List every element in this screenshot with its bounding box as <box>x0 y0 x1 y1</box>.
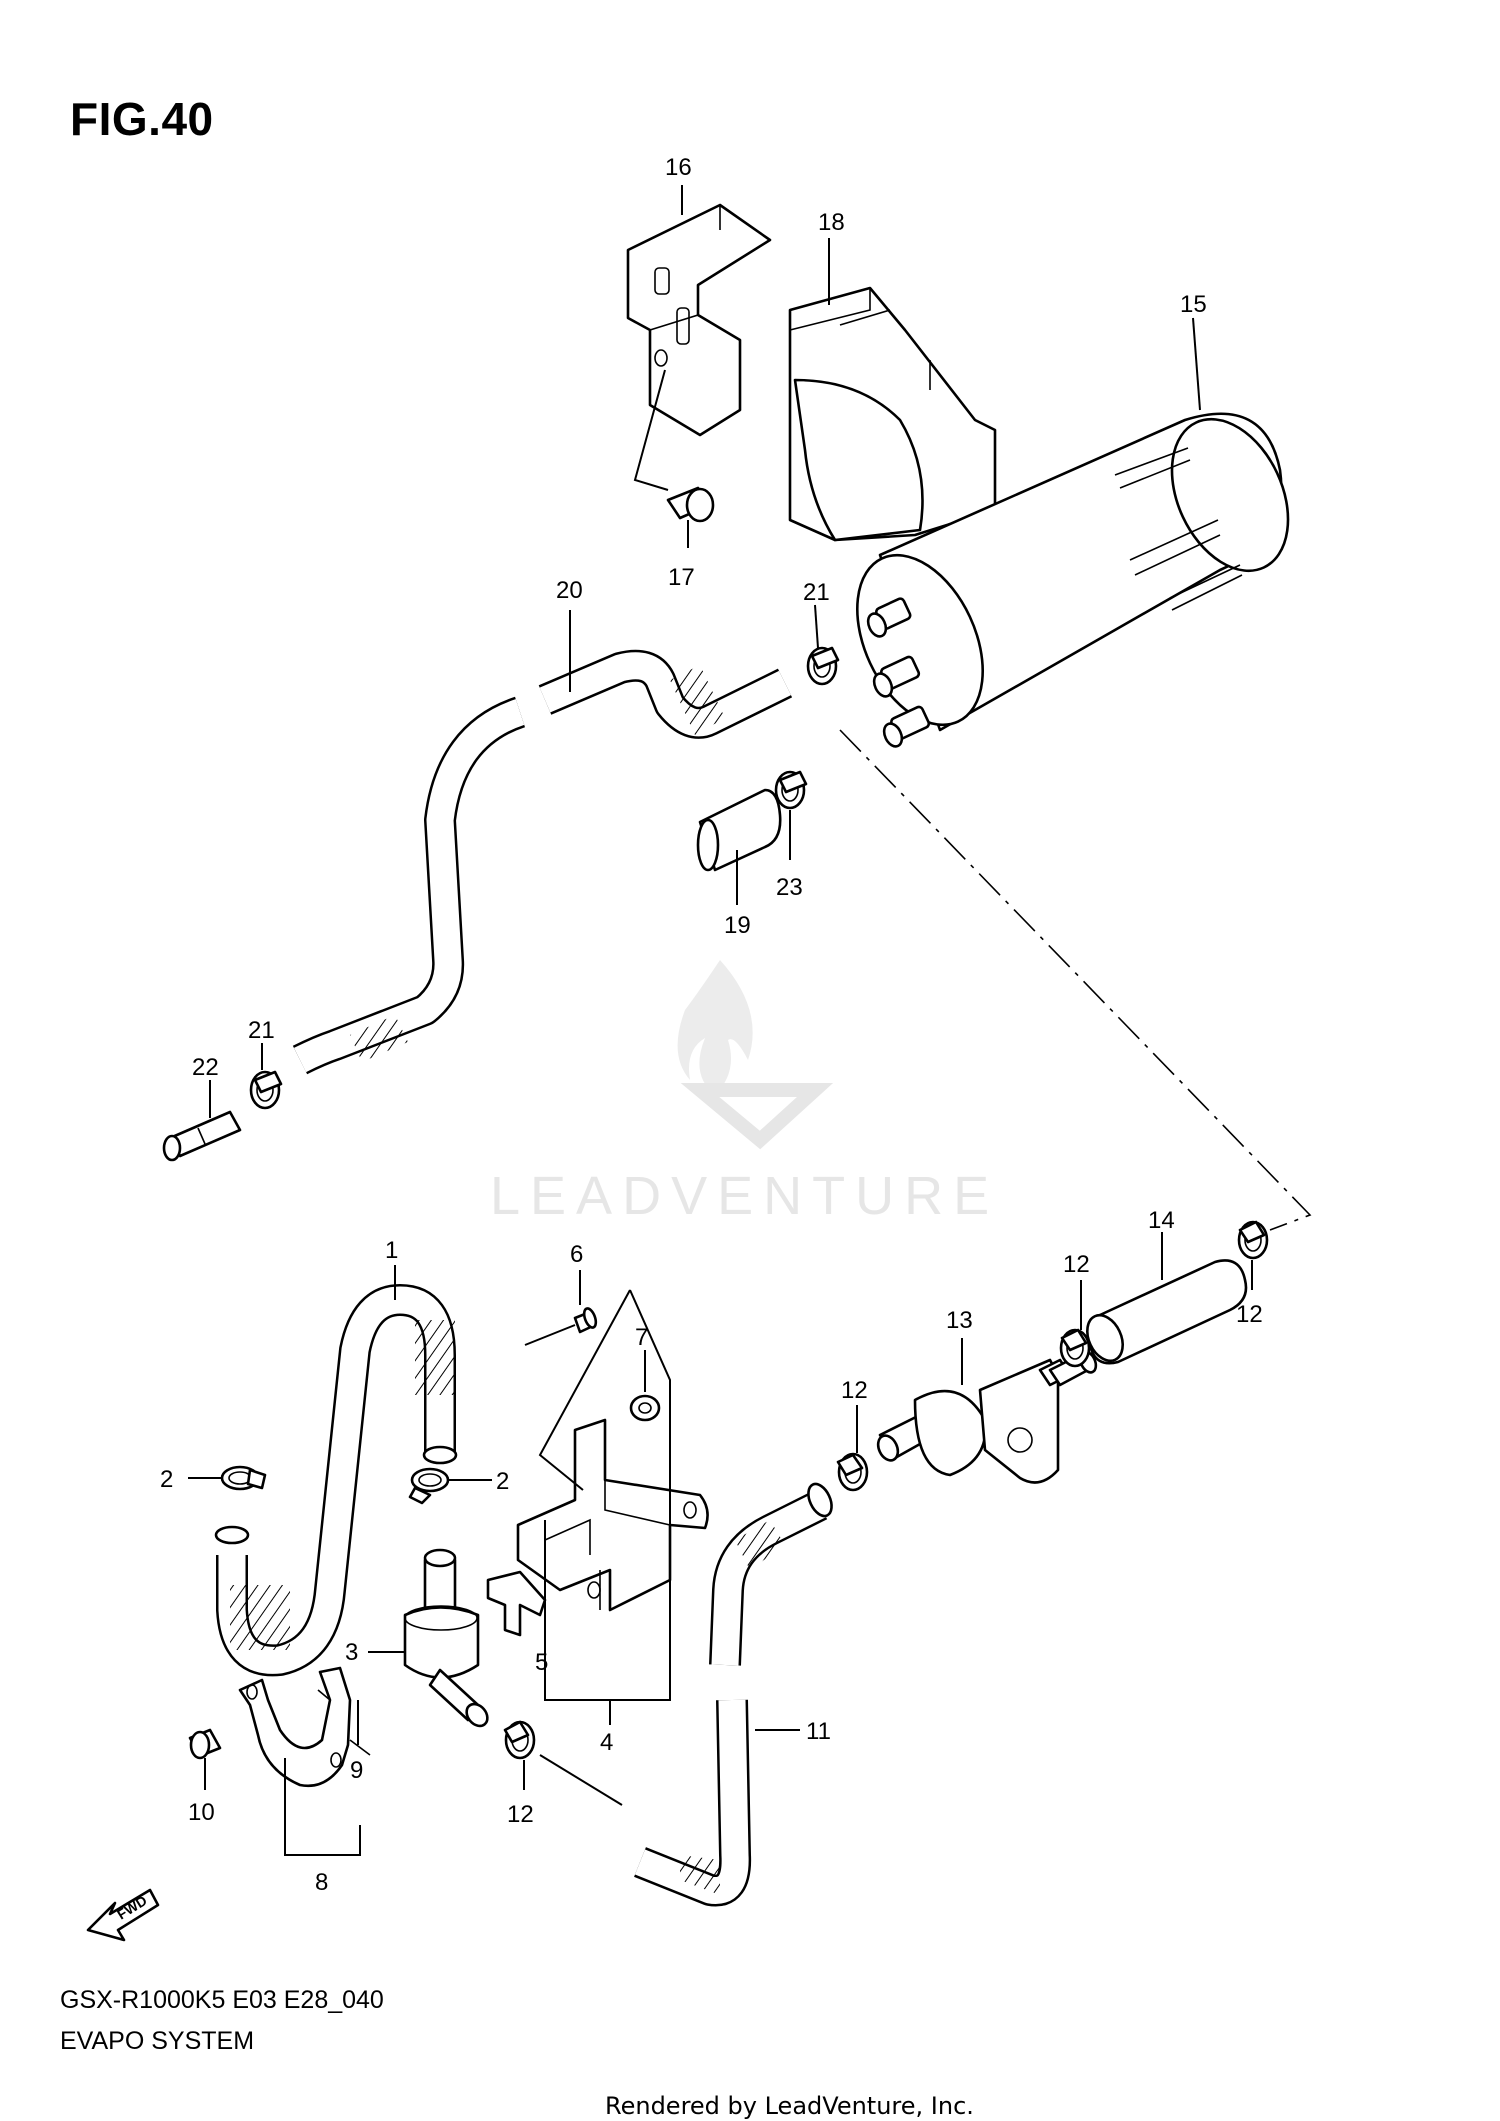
clamp-set[interactable] <box>238 1666 371 1788</box>
callout-7: 7 <box>635 1324 648 1351</box>
watermark: LEADVENTURE <box>490 1166 1000 1226</box>
fwd-arrow-icon: FWD <box>86 1888 160 1942</box>
callout-12-right: 12 <box>1236 1301 1263 1328</box>
callout-10: 10 <box>188 1799 215 1826</box>
callout-12-left: 12 <box>841 1377 868 1404</box>
callout-6: 6 <box>570 1241 583 1268</box>
hose-clamp-12-mid[interactable] <box>1059 1328 1091 1368</box>
purge-hose[interactable] <box>292 649 793 1075</box>
callout-11: 11 <box>806 1718 831 1745</box>
canister-protector[interactable] <box>788 286 997 542</box>
bracket-screw[interactable] <box>666 486 715 523</box>
hose-clamp-23[interactable] <box>774 770 808 810</box>
callout-19: 19 <box>724 912 751 939</box>
footer-credit: Rendered by LeadVenture, Inc. <box>605 2092 974 2120</box>
hose-segment-14[interactable] <box>1080 1259 1248 1366</box>
callout-3: 3 <box>345 1639 358 1666</box>
canister-cap[interactable] <box>696 788 782 872</box>
callout-17: 17 <box>668 564 695 591</box>
valve-bracket-set[interactable] <box>516 1418 709 1612</box>
system-name: EVAPO SYSTEM <box>60 2027 255 2055</box>
vacuum-hose-1[interactable] <box>214 1284 458 1677</box>
callout-4: 4 <box>600 1729 613 1756</box>
clamp-screw[interactable] <box>188 1728 222 1760</box>
callout-18: 18 <box>818 209 845 236</box>
callout-1: 1 <box>385 1237 398 1264</box>
callout-21-top: 21 <box>803 579 830 606</box>
rivet[interactable] <box>524 1307 598 1346</box>
callout-15: 15 <box>1180 291 1207 318</box>
callout-14: 14 <box>1148 1207 1175 1234</box>
callout-12-mid: 12 <box>1063 1251 1090 1278</box>
vacuum-hose-11[interactable] <box>634 1480 836 1907</box>
leadventure-logo-icon <box>677 960 834 1150</box>
vacuum-valve[interactable] <box>403 1548 492 1730</box>
washer[interactable] <box>629 1394 661 1422</box>
figure-title: FIG.40 <box>70 93 214 145</box>
bracket-clip[interactable] <box>486 1570 547 1637</box>
callout-2-left: 2 <box>160 1466 173 1493</box>
callout-23: 23 <box>776 874 803 901</box>
callout-22: 22 <box>192 1054 219 1081</box>
callout-12-bottom: 12 <box>507 1801 534 1828</box>
hose-clamp-2-left[interactable] <box>220 1465 267 1491</box>
hose-clamp-21-left[interactable] <box>249 1070 283 1110</box>
canister-bracket[interactable] <box>626 203 772 437</box>
evap-canister[interactable] <box>832 401 1311 750</box>
callout-9: 9 <box>350 1757 363 1784</box>
hose-clamp-12-right[interactable] <box>1237 1220 1269 1260</box>
callout-5: 5 <box>535 1649 548 1676</box>
hose-clamp-12-bottom[interactable] <box>503 1720 536 1760</box>
callout-13: 13 <box>946 1307 973 1334</box>
hose-clamp-12-left[interactable] <box>836 1452 869 1492</box>
callout-2-right: 2 <box>496 1468 509 1495</box>
callout-16: 16 <box>665 154 692 181</box>
callout-21-left: 21 <box>248 1017 275 1044</box>
model-code: GSX-R1000K5 E03 E28_040 <box>60 1986 384 2014</box>
callout-8: 8 <box>315 1869 328 1896</box>
evap-valve[interactable] <box>874 1349 1099 1484</box>
hose-joint[interactable] <box>162 1110 242 1162</box>
hose-clamp-21-top[interactable] <box>806 646 840 686</box>
hose-clamp-2-right[interactable] <box>408 1467 450 1505</box>
callout-20: 20 <box>556 577 583 604</box>
